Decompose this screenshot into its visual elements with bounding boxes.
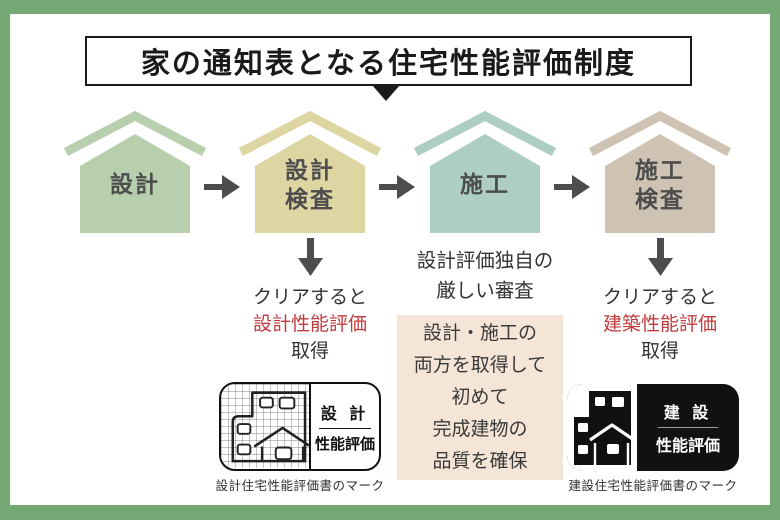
arrow-right-icon <box>204 175 240 199</box>
outcome-line: 取得 <box>640 341 679 362</box>
flow-step-label: 施工 <box>460 171 510 197</box>
flow-step-design-inspection: 設計 検査 <box>235 108 385 233</box>
flow-step-construction-inspection: 施工 検査 <box>585 108 735 233</box>
arrow-right-icon <box>554 175 590 199</box>
middle-summary-box: 設計・施工の 両方を取得して 初めて 完成建物の 品質を確保 <box>397 315 563 480</box>
arrow-down-icon <box>648 238 673 276</box>
flow-step-design: 設計 <box>60 108 210 233</box>
title-pointer-icon <box>372 85 400 101</box>
outcome-line: 取得 <box>290 341 329 362</box>
design-evaluation-mark: 設 計 性能評価 <box>219 382 381 471</box>
construction-evaluation-mark: 建 設 性能評価 <box>567 384 739 471</box>
building-house-icon <box>567 384 637 471</box>
construction-mark-text: 建 設 性能評価 <box>655 405 720 455</box>
outcome-line: クリアすると <box>602 287 717 308</box>
house-icon <box>413 110 557 233</box>
construction-mark-caption: 建設住宅性能評価書のマーク <box>568 479 738 493</box>
flow-step-label: 施工 検査 <box>635 156 685 212</box>
design-mark-caption: 設計住宅性能評価書のマーク <box>215 479 385 493</box>
mark-divider <box>319 427 371 429</box>
house-icon <box>63 110 207 233</box>
house-icon <box>238 110 382 233</box>
outcome-construction: クリアすると 建築性能評価 取得 <box>560 284 760 365</box>
flow-step-label: 設計 検査 <box>285 156 335 212</box>
outcome-line: クリアすると <box>252 287 367 308</box>
arrow-right-icon <box>379 175 415 199</box>
outcome-highlight: 設計性能評価 <box>252 314 367 335</box>
blueprint-house-icon <box>221 384 311 469</box>
house-icon <box>588 110 732 233</box>
title-box: 家の通知表となる住宅性能評価制度 <box>85 36 692 86</box>
flow-step-label: 設計 <box>110 171 160 197</box>
design-mark-text: 設 計 性能評価 <box>314 405 375 453</box>
flow-step-construction: 施工 <box>410 108 560 233</box>
page-title: 家の通知表となる住宅性能評価制度 <box>140 48 637 80</box>
mark-divider <box>658 427 718 428</box>
middle-note: 設計評価独自の 厳しい審査 <box>416 250 554 302</box>
outcome-highlight: 建築性能評価 <box>602 314 717 335</box>
outcome-design: クリアすると 設計性能評価 取得 <box>210 284 410 365</box>
arrow-down-icon <box>298 238 323 276</box>
